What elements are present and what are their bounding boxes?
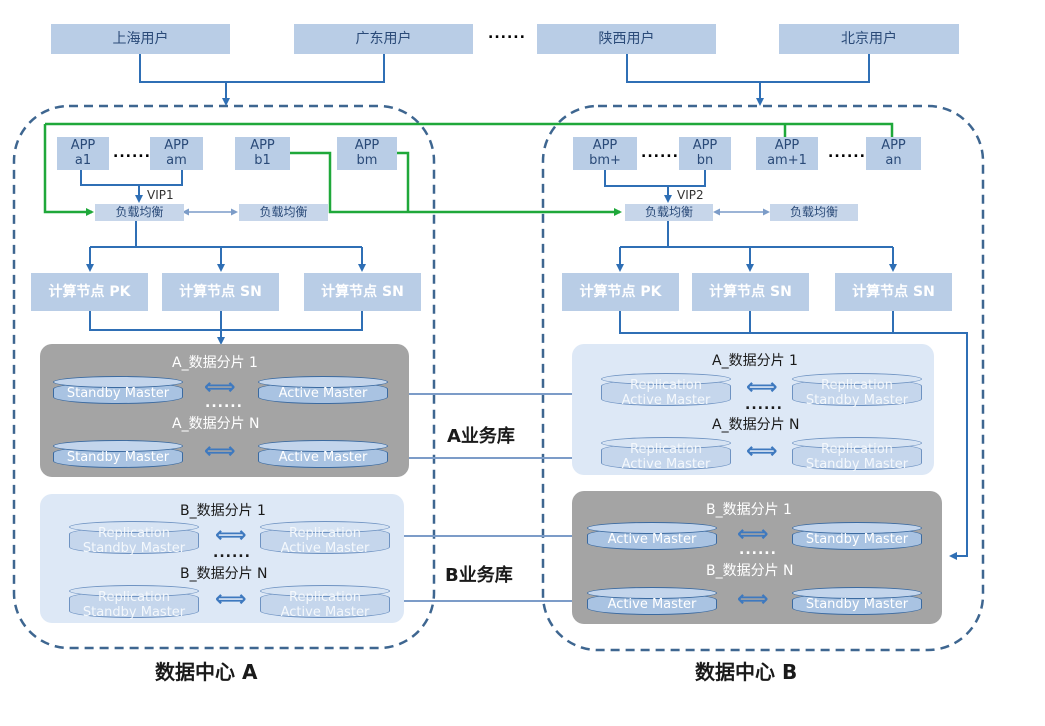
app-id: b1 (254, 152, 271, 168)
db-active-master: Active Master (587, 587, 717, 615)
user-guangdong: 广东用户 (294, 24, 473, 54)
dc-a-app-links (80, 170, 366, 345)
db-standby-master: Standby Master (53, 376, 183, 404)
app-id: bm (356, 152, 378, 168)
shard-ellipsis: ...... (745, 397, 783, 413)
compute-node-pk-a: 计算节点 PK (31, 273, 148, 311)
user-beijing: 北京用户 (779, 24, 959, 54)
app-label: APP (250, 137, 275, 153)
compute-node-sn-b1: 计算节点 SN (692, 273, 809, 311)
shard-label: A_数据分片 1 (172, 355, 258, 371)
app-id: bm+ (589, 152, 621, 168)
business-db-b-label: B业务库 (445, 565, 513, 586)
app-label: APP (592, 137, 618, 153)
db-standby-master: Standby Master (792, 587, 922, 615)
shard-label: A_数据分片 N (172, 416, 260, 432)
sync-arrow-icon: ⟺ (746, 439, 778, 464)
app-label: APP (881, 137, 906, 153)
apps-ellipsis: ...... (113, 145, 151, 161)
shard-label: B_数据分片 N (706, 563, 794, 579)
sync-arrow-icon: ⟺ (215, 523, 247, 548)
app-label: APP (692, 137, 718, 153)
business-db-a-label: A业务库 (447, 426, 515, 447)
app-id: a1 (74, 152, 92, 168)
datacenter-a-border (12, 104, 436, 650)
shard-ellipsis: ...... (205, 395, 243, 411)
vip1-label: VIP1 (147, 188, 174, 202)
datacenter-a-title: 数据中心 A (155, 660, 258, 684)
sync-arrow-icon: ⟺ (204, 439, 236, 464)
shard-ellipsis: ...... (213, 545, 251, 561)
app-label: APP (164, 137, 189, 153)
app-label: APP (70, 137, 96, 153)
user-shanghai: 上海用户 (51, 24, 230, 54)
load-balancer-b2: 负载均衡 (770, 204, 858, 221)
sync-arrow-icon: ⟺ (204, 375, 236, 400)
users-to-dc-b (626, 54, 870, 106)
shard-label: A_数据分片 1 (712, 353, 798, 369)
shard-ellipsis: ...... (739, 542, 777, 558)
app-id: am (166, 152, 187, 168)
sync-arrow-icon: ⟺ (737, 522, 769, 547)
app-id: an (885, 152, 902, 168)
replication-arrows (388, 390, 600, 605)
shard-label: B_数据分片 1 (180, 503, 266, 519)
compute-node-sn-a2: 计算节点 SN (304, 273, 421, 311)
app-label: APP (774, 137, 800, 153)
datacenter-b-title: 数据中心 B (695, 660, 798, 684)
shard-label: B_数据分片 N (180, 566, 268, 582)
load-balancer-a2: 负载均衡 (239, 204, 328, 221)
load-balancer-a1: 负载均衡 (95, 204, 184, 221)
db-active-master: Active Master (258, 376, 388, 404)
sync-arrow-icon: ⟺ (215, 587, 247, 612)
app-id: am+1 (767, 152, 807, 168)
users-to-dc-a (139, 54, 385, 106)
db-standby-master: Standby Master (792, 522, 922, 550)
sync-arrow-icon: ⟺ (737, 587, 769, 612)
apps-ellipsis: ...... (641, 145, 679, 161)
shard-label: B_数据分片 1 (706, 502, 792, 518)
users-ellipsis: ...... (488, 26, 526, 42)
app-id: bn (696, 152, 714, 168)
user-shaanxi: 陕西用户 (537, 24, 716, 54)
green-cross-links (43, 122, 894, 216)
apps-ellipsis: ...... (828, 145, 866, 161)
compute-node-pk-b: 计算节点 PK (562, 273, 679, 311)
dc-b-app-links (604, 170, 968, 560)
datacenter-b-border (541, 104, 985, 652)
sync-arrow-icon: ⟺ (746, 375, 778, 400)
app-label: APP (354, 137, 380, 153)
load-balancer-b1: 负载均衡 (625, 204, 713, 221)
db-active-master: Active Master (258, 440, 388, 468)
compute-node-sn-a1: 计算节点 SN (162, 273, 279, 311)
db-active-master: Active Master (587, 522, 717, 550)
compute-node-sn-b2: 计算节点 SN (835, 273, 952, 311)
vip2-label: VIP2 (677, 188, 704, 202)
db-standby-master: Standby Master (53, 440, 183, 468)
shard-label: A_数据分片 N (712, 417, 800, 433)
